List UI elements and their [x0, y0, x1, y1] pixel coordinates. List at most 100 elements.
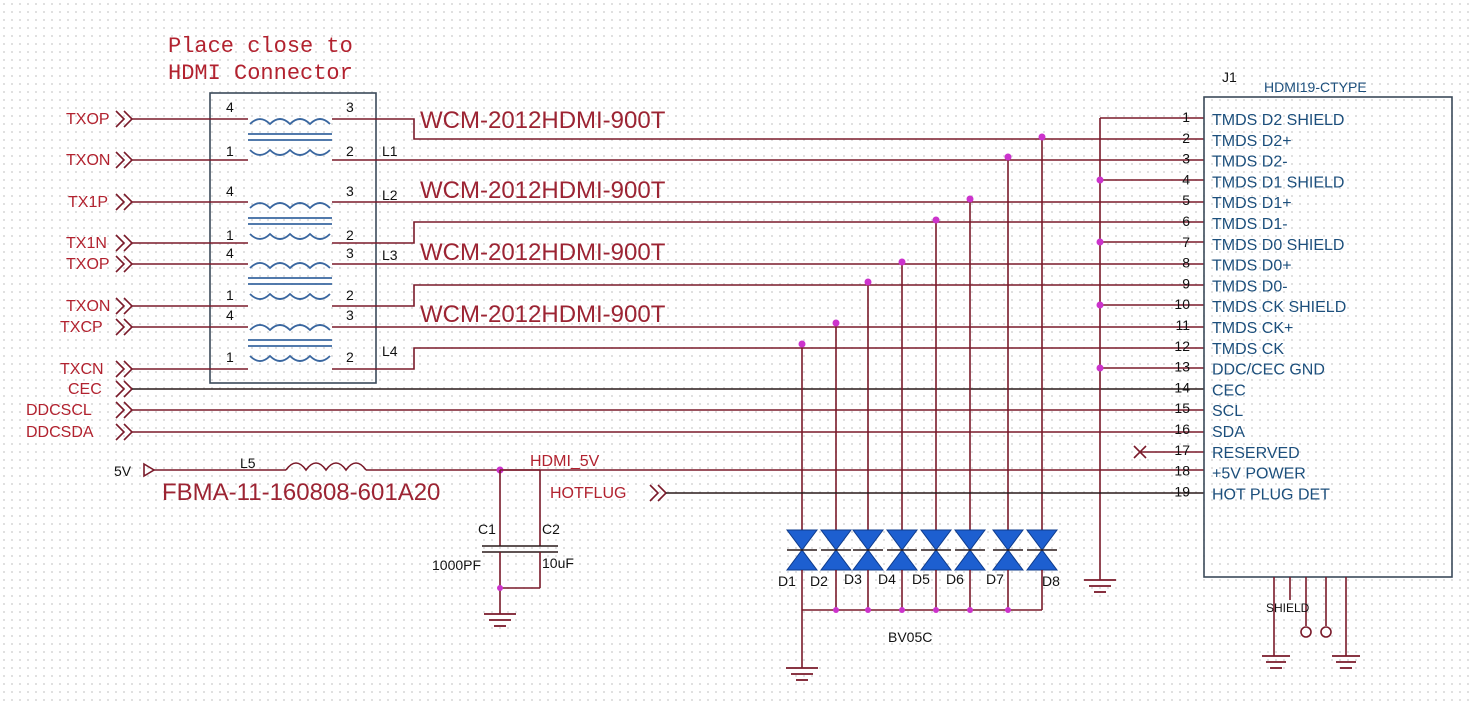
net-label: TXON — [66, 298, 110, 315]
diode-ref: D6 — [946, 571, 964, 587]
connector-pin-number: 5 — [1182, 192, 1190, 208]
cap-ref: C2 — [542, 521, 560, 537]
connector-pin-name: TMDS D2- — [1212, 154, 1288, 171]
choke-part-label: WCM-2012HDMI-900T — [420, 107, 666, 134]
connector-pin-name: TMDS D0 SHIELD — [1212, 237, 1344, 254]
tvs-diode — [786, 529, 818, 571]
net-port-ddcsda[interactable]: DDCSDA — [26, 423, 134, 441]
hdmi-connector-j1: J1 HDMI19-CTYPE — [1203, 69, 1453, 578]
connector-pin-name: TMDS D1 SHIELD — [1212, 174, 1344, 191]
connector-pin-number: 7 — [1182, 234, 1190, 250]
cap-ref: C1 — [478, 521, 496, 537]
cmc-pin-number: 1 — [226, 287, 234, 303]
connector-pin-number: 13 — [1174, 359, 1190, 375]
connector-pin-name: HOT PLUG DET — [1212, 486, 1330, 503]
choke-ref-l1: L1 — [382, 143, 398, 159]
diode-ref: D3 — [844, 571, 862, 587]
connector-pin-name: TMDS D2+ — [1212, 133, 1292, 150]
net-label: CEC — [68, 381, 102, 398]
connector-pin-name: TMDS CK+ — [1212, 320, 1293, 337]
connector-pin-name: DDC/CEC GND — [1212, 362, 1325, 379]
choke-coil-l2 — [248, 202, 332, 240]
tvs-diode — [886, 529, 918, 571]
net-port-cec[interactable]: CEC — [68, 380, 134, 398]
cmc-pin-number: 1 — [226, 143, 234, 159]
choke-part-label: WCM-2012HDMI-900T — [420, 177, 666, 204]
connector-pin-name: TMDS D2 SHIELD — [1212, 112, 1344, 129]
placement-note-line2: HDMI Connector — [168, 61, 353, 86]
connector-type: HDMI19-CTYPE — [1264, 79, 1367, 95]
rail-label: HDMI_5V — [530, 453, 600, 470]
choke-coil-l3 — [248, 262, 332, 300]
net-port-tx1p[interactable]: TX1P — [68, 193, 134, 211]
net-label: DDCSDA — [26, 424, 94, 441]
connector-pin-number: 8 — [1182, 255, 1190, 271]
power-net-label: 5V — [114, 463, 132, 479]
connector-shield-pins: SHIELD — [1262, 577, 1360, 669]
cmc-pin-number: 2 — [346, 287, 354, 303]
diode-ref: D2 — [810, 573, 828, 589]
connector-pin-name: SDA — [1212, 424, 1245, 441]
diode-ground-bus — [786, 570, 1043, 681]
diode-tap-wires — [798, 133, 1046, 530]
connector-pin-number: 1 — [1182, 109, 1190, 125]
choke-part-label: WCM-2012HDMI-900T — [420, 239, 666, 266]
connector-pin-number: 10 — [1174, 296, 1190, 312]
diode-ref: D8 — [1042, 573, 1060, 589]
net-label: TXCN — [60, 361, 104, 378]
net-port-tx0p[interactable]: TXOP — [66, 255, 134, 273]
choke-ref-l3: L3 — [382, 247, 398, 263]
cmc-pin-number: 3 — [346, 307, 354, 323]
common-mode-choke-block — [209, 92, 377, 384]
connector-pin-name: +5V POWER — [1212, 466, 1306, 483]
diode-ref: D1 — [778, 573, 796, 589]
net-label: TXOP — [66, 256, 110, 273]
net-port-hotplug[interactable]: HOTFLUG — [550, 484, 1204, 502]
connector-ref: J1 — [1222, 69, 1237, 85]
connector-pin-name: TMDS D0+ — [1212, 258, 1292, 275]
connector-pin-name: TMDS D0- — [1212, 278, 1288, 295]
net-label: HOTFLUG — [550, 485, 626, 502]
connector-pin-number: 16 — [1174, 421, 1190, 437]
net-port-ddcscl[interactable]: DDCSCL — [26, 401, 134, 419]
choke-ref-l2: L2 — [382, 187, 398, 203]
connector-pin-number: 4 — [1182, 171, 1190, 187]
cmc-pin-number: 4 — [226, 307, 234, 323]
tvs-diode — [992, 529, 1024, 571]
net-port-tx1n[interactable]: TX1N — [66, 234, 134, 252]
connector-pin-number: 14 — [1174, 379, 1190, 395]
tvs-diode — [820, 529, 852, 571]
cmc-pin-number: 4 — [226, 99, 234, 115]
net-label: DDCSCL — [26, 402, 92, 419]
net-port-txon[interactable]: TXON — [66, 151, 134, 169]
tvs-diode — [954, 529, 986, 571]
cmc-pin-number: 1 — [226, 349, 234, 365]
cmc-pin-number: 4 — [226, 183, 234, 199]
net-label: TXOP — [66, 111, 110, 128]
connector-pin-number: 19 — [1174, 483, 1190, 499]
net-port-tx0n[interactable]: TXON — [66, 297, 134, 315]
net-label: TX1P — [68, 194, 108, 211]
net-port-txcp[interactable]: TXCP — [60, 318, 134, 336]
net-label: TXON — [66, 152, 110, 169]
cmc-pin-number: 2 — [346, 143, 354, 159]
connector-pin-number: 17 — [1174, 442, 1190, 458]
connector-pin-number: 2 — [1182, 130, 1190, 146]
connector-pin-number: 12 — [1174, 338, 1190, 354]
connector-pin-name: TMDS D1- — [1212, 216, 1288, 233]
net-label: TXCP — [60, 319, 103, 336]
placement-note-line1: Place close to — [168, 34, 353, 59]
connector-pin-name: SCL — [1212, 403, 1243, 420]
decoupling-caps: C1 C2 1000PF 10uF — [432, 469, 574, 627]
shield-label: SHIELD — [1266, 601, 1310, 615]
choke-ref-l4: L4 — [382, 343, 398, 359]
no-connect-mark — [1133, 445, 1204, 459]
net-port-txcn[interactable]: TXCN — [60, 360, 134, 378]
cmc-pin-number: 1 — [226, 227, 234, 243]
net-port-txop[interactable]: TXOP — [66, 110, 134, 128]
tvs-diode-array — [786, 529, 1058, 571]
cap-value: 10uF — [542, 555, 574, 571]
inductor-ref: L5 — [240, 455, 256, 471]
connector-pin-number: 3 — [1182, 151, 1190, 167]
